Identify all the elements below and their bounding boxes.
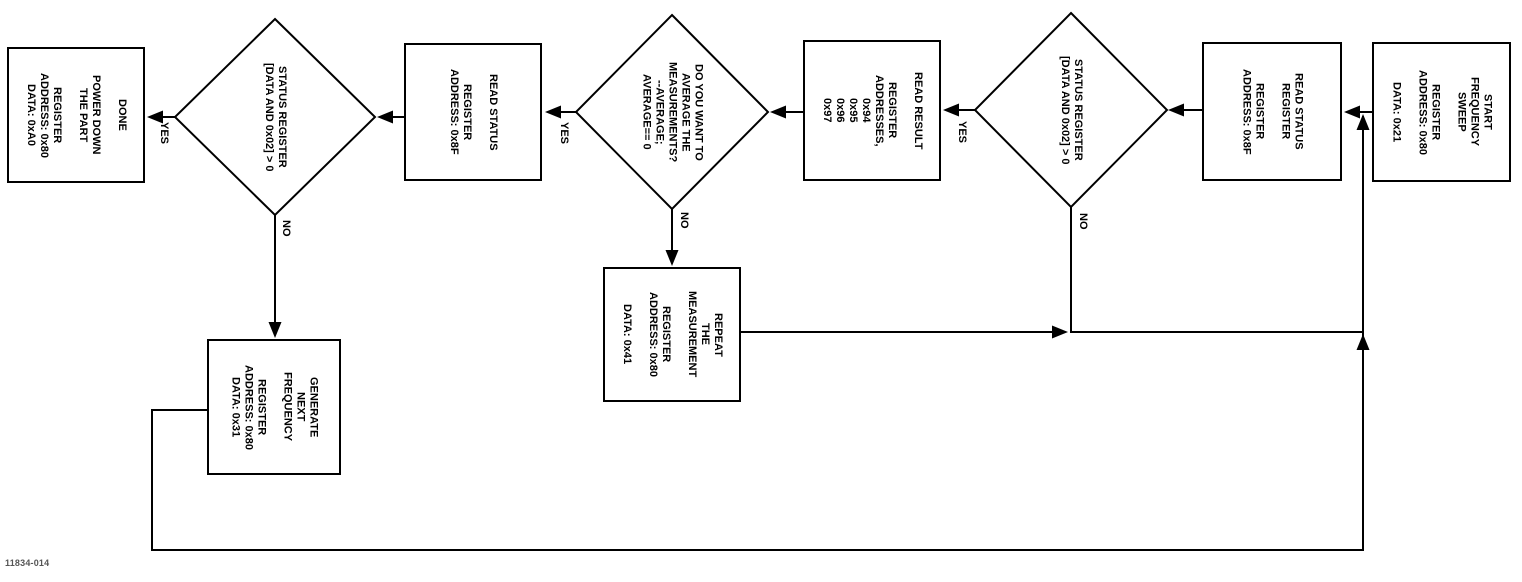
label-yes-check1: YES xyxy=(956,121,968,144)
arrowhead-into-done xyxy=(147,110,163,124)
label-no-check2: NO xyxy=(280,220,292,237)
node-generate-next-frequency-text: GENERATE NEXT FREQUENCY REGISTER ADDRESS… xyxy=(229,364,320,450)
node-status-check-1: STATUS REGISTER [DATA AND 0x02] > 0 xyxy=(985,25,1157,195)
node-read-status-register-1-text: READ STATUS REGISTER REGISTER ADDRESS: 0… xyxy=(1240,68,1305,155)
node-read-status-2: READ STATUS REGISTER ADDRESS: 0x8F xyxy=(404,43,542,181)
arrowhead-into-readstatus2 xyxy=(545,105,561,119)
label-no-check1: NO xyxy=(1077,213,1089,230)
arrowhead-into-readstatus1 xyxy=(1344,105,1360,119)
arrowhead-into-check2 xyxy=(377,110,393,124)
node-average-check-text: DO YOU WANT TO AVERAGE THE MEASUREMENTS?… xyxy=(640,61,705,163)
node-status-check-1-text: STATUS REGISTER [DATA AND 0x02] > 0 xyxy=(1059,55,1084,165)
node-status-check-2-text: STATUS REGISTER [DATA AND 0x02] > 0 xyxy=(263,62,288,172)
node-read-status-2-text: READ STATUS REGISTER ADDRESS: 0x8F xyxy=(448,69,499,155)
node-status-check-2: STATUS REGISTER [DATA AND 0x02] > 0 xyxy=(189,31,361,203)
arrowhead-into-no-junction xyxy=(1052,325,1068,339)
node-repeat-measurement: REPEAT THE MEASUREMENT REGISTER ADDRESS:… xyxy=(603,267,741,402)
node-start-frequency-sweep: START FREQUENCY SWEEP REGISTER ADDRESS: … xyxy=(1372,42,1511,182)
label-yes-averagecheck: YES xyxy=(558,122,570,145)
arrowhead-feedback-top xyxy=(1356,114,1370,130)
label-no-averagecheck: NO xyxy=(678,212,690,229)
figure-number-label: 11834-014 xyxy=(5,558,50,568)
arrowhead-feedback-mid xyxy=(1356,334,1370,350)
arrowhead-into-averagecheck xyxy=(770,105,786,119)
node-repeat-measurement-text: REPEAT THE MEASUREMENT REGISTER ADDRESS:… xyxy=(621,291,724,378)
node-average-check: DO YOU WANT TO AVERAGE THE MEASUREMENTS?… xyxy=(586,27,758,197)
arrowhead-into-generate xyxy=(268,322,282,338)
node-read-status-register-1: READ STATUS REGISTER REGISTER ADDRESS: 0… xyxy=(1202,42,1342,181)
arrowhead-into-repeat xyxy=(665,250,679,266)
arrowhead-into-check1 xyxy=(1168,103,1184,117)
node-done-power-down-text: DONE POWER DOWN THE PART REGISTER ADDRES… xyxy=(25,72,128,158)
node-start-frequency-sweep-text: START FREQUENCY SWEEP REGISTER ADDRESS: … xyxy=(1390,69,1494,155)
node-read-result: READ RESULT REGISTER ADDRESSES, 0x94 0x9… xyxy=(803,40,941,181)
label-yes-check2: YES xyxy=(158,122,170,145)
arrowhead-into-readresult xyxy=(943,103,959,117)
node-read-result-text: READ RESULT REGISTER ADDRESSES, 0x94 0x9… xyxy=(821,71,924,150)
node-generate-next-frequency: GENERATE NEXT FREQUENCY REGISTER ADDRESS… xyxy=(207,339,341,475)
node-done-power-down: DONE POWER DOWN THE PART REGISTER ADDRES… xyxy=(7,47,145,183)
